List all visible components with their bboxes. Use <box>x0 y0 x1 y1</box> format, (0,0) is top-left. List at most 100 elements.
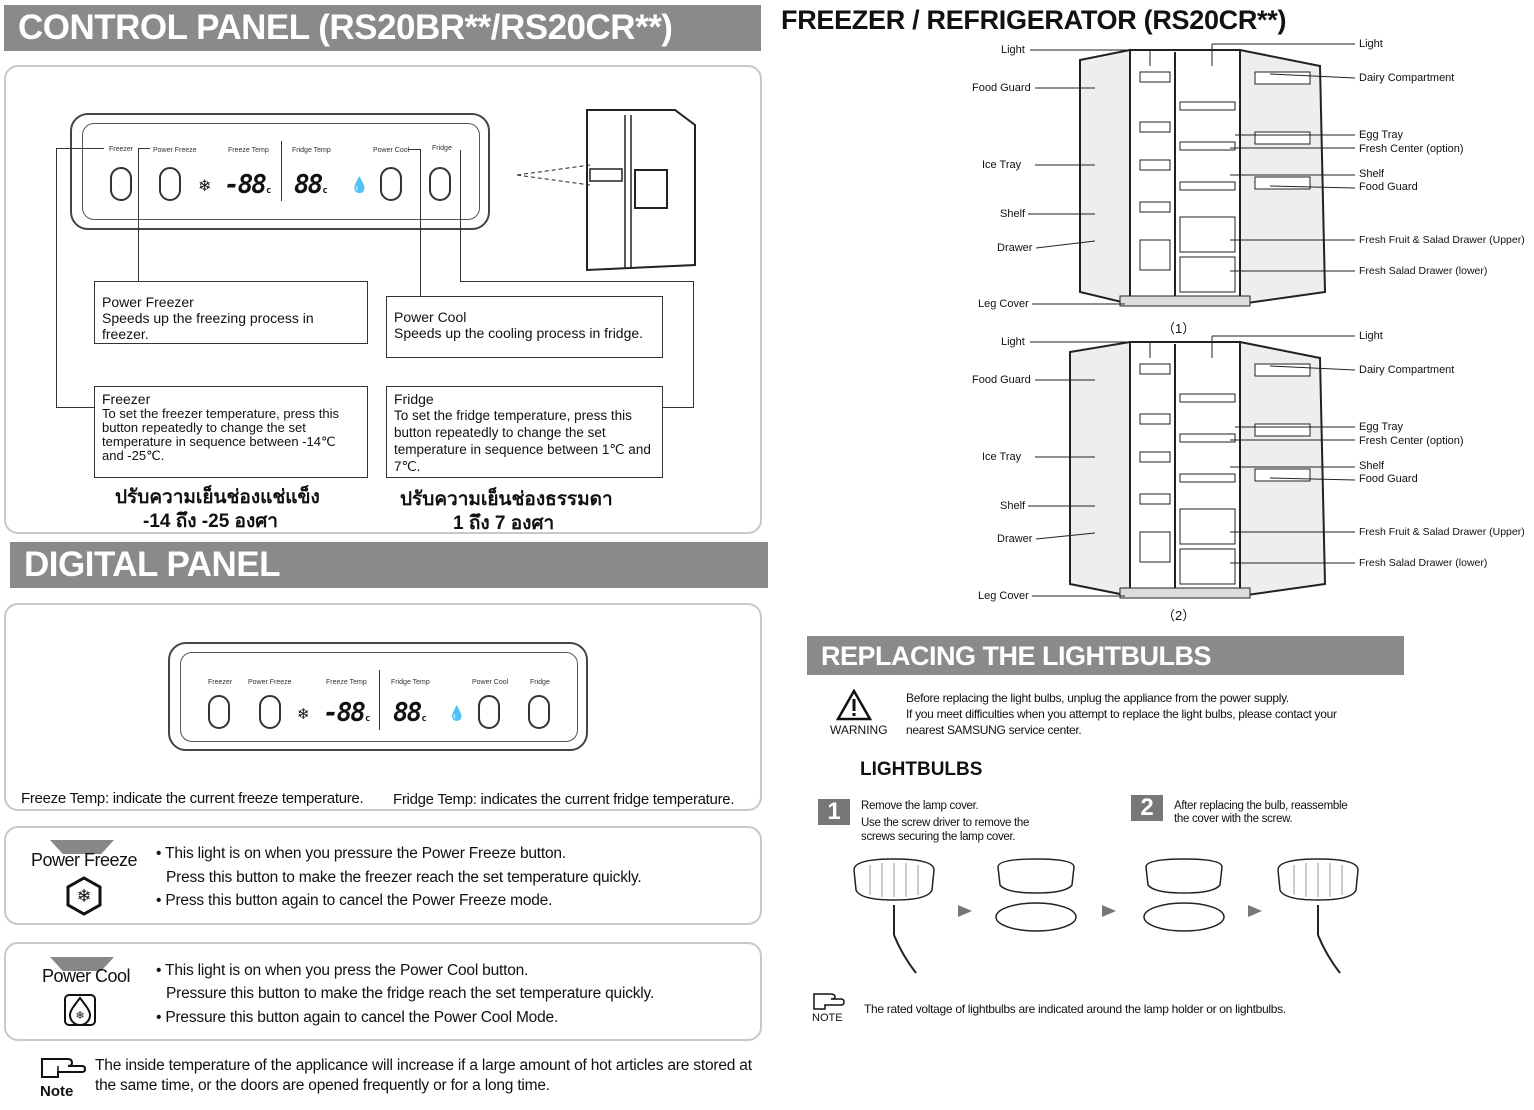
digital-power-freeze-button[interactable] <box>259 695 281 729</box>
warning-line2: If you meet difficulties when you attemp… <box>906 707 1337 721</box>
svg-text:❄: ❄ <box>75 1009 84 1022</box>
panel-label-power-cool: Power Cool <box>373 147 410 154</box>
digital-fridge-display: 88c <box>393 698 427 728</box>
power-freeze-box <box>4 826 762 925</box>
power-freeze-label-bg <box>50 840 114 854</box>
fridge-sketch-icon <box>516 109 696 272</box>
fig2-label-drawer: Drawer <box>997 533 1033 545</box>
power-freeze-bullet1b: Press this button to make the freezer re… <box>166 869 642 886</box>
digital-freezer-button[interactable] <box>208 695 230 729</box>
fig2-label-food-guard-left: Food Guard <box>972 374 1031 386</box>
lightbulbs-header: REPLACING THE LIGHTBULBS <box>807 636 1404 675</box>
power-cool-bullet2: • Pressure this button again to cancel t… <box>156 1009 559 1026</box>
fig1-label-light-left: Light <box>1001 44 1025 56</box>
digital-label-fridge-temp: Fridge Temp <box>391 679 430 686</box>
freeze-temp-display: -88c <box>224 170 272 200</box>
fridge-temp-caption: Fridge Temp: indicates the current fridg… <box>393 791 735 808</box>
power-cool-desc: Power Cool Speeds up the cooling process… <box>386 296 663 358</box>
fig1-label-fruit-drawer: Fresh Fruit & Salad Drawer (Upper) <box>1359 234 1525 246</box>
fig1-label-dairy: Dairy Compartment <box>1359 72 1455 84</box>
note-hand-icon <box>813 993 845 1010</box>
power-freeze-label: Power Freeze <box>31 850 138 870</box>
warning-triangle-icon <box>836 689 872 721</box>
digital-panel-title: DIGITAL PANEL <box>24 545 281 584</box>
step2-line1: After replacing the bulb, reassemble <box>1174 800 1348 812</box>
digital-freeze-display: -88c <box>323 698 371 728</box>
control-panel-title: CONTROL PANEL (RS20BR**/RS20CR**) <box>18 8 673 47</box>
thai-fridge-line1: ปรับความเย็นช่องธรรมดา <box>400 489 613 510</box>
leader-lines <box>1028 43 1356 597</box>
control-panel-graphic: Freezer Power Freeze Freeze Temp Fridge … <box>70 113 490 230</box>
step2-number: 2 <box>1131 795 1163 821</box>
note-text-line1: The inside temperature of the applicance… <box>95 1057 752 1074</box>
lightbulb-note-label: NOTE <box>812 1012 843 1024</box>
power-cool-icon: ❄ <box>64 994 96 1026</box>
fridge-button[interactable] <box>429 167 451 201</box>
fig1-label-shelf-left: Shelf <box>1000 208 1026 220</box>
power-freeze-button[interactable] <box>159 167 181 201</box>
step1-line1: Remove the lamp cover. <box>861 800 979 812</box>
digital-panel-header: DIGITAL PANEL <box>10 542 768 588</box>
fig1-label-fresh-center: Fresh Center (option) <box>1359 143 1464 155</box>
note-label: Note <box>40 1083 74 1100</box>
panel-label-freezer: Freezer <box>109 146 134 153</box>
fig1-label-salad-drawer: Fresh Salad Drawer (lower) <box>1359 265 1488 277</box>
fig2-label-ice-tray: Ice Tray <box>982 451 1022 463</box>
fig1-label-food-guard-right: Food Guard <box>1359 181 1418 193</box>
fridge-desc: Fridge To set the fridge temperature, pr… <box>386 386 663 478</box>
fig2-label-light-right: Light <box>1359 330 1383 342</box>
power-freeze-bullet2: • Press this button again to cancel the … <box>156 892 553 909</box>
thai-freezer-line1: ปรับความเย็นช่องแช่แข็ง <box>115 487 320 508</box>
fig2-label-dairy: Dairy Compartment <box>1359 364 1455 376</box>
digital-snowflake-icon: ❄ <box>297 706 310 723</box>
lightbulb-note-text: The rated voltage of lightbulbs are indi… <box>864 1002 1286 1016</box>
digital-label-freezer: Freezer <box>208 679 233 686</box>
fridge-temp-display: 88c <box>294 170 328 200</box>
fig2-label-light-left: Light <box>1001 336 1025 348</box>
fig2-label-leg-cover: Leg Cover <box>978 590 1029 602</box>
power-cool-box <box>4 942 762 1041</box>
digital-label-power-freeze: Power Freeze <box>248 679 292 686</box>
power-freeze-icon: ❄ <box>66 876 102 916</box>
power-cool-button[interactable] <box>380 167 402 201</box>
freeze-temp-caption: Freeze Temp: indicate the current freeze… <box>21 790 364 807</box>
snowflake-icon: ❄ <box>198 178 212 195</box>
fig2-label-fruit-drawer: Fresh Fruit & Salad Drawer (Upper) <box>1359 526 1525 538</box>
digital-panel-graphic: Freezer Power Freeze Freeze Temp Fridge … <box>168 642 588 751</box>
digital-water-drop-icon: 💧 <box>448 705 466 721</box>
fridge-title: FREEZER / REFRIGERATOR (RS20CR**) <box>781 5 1287 35</box>
lamp-cover-removal-illustration <box>853 858 1359 974</box>
pointing-hand-icon <box>41 1058 86 1078</box>
power-cool-label-bg <box>50 957 114 971</box>
svg-text:❄: ❄ <box>76 886 91 907</box>
power-cool-label: Power Cool <box>42 966 131 986</box>
fig1-label-light-right: Light <box>1359 38 1383 50</box>
panel-label-freeze-temp: Freeze Temp <box>228 147 269 154</box>
fig1-label-shelf-right: Shelf <box>1359 168 1385 180</box>
warning-line3: nearest SAMSUNG service center. <box>906 723 1082 737</box>
digital-power-cool-button[interactable] <box>478 695 500 729</box>
power-cool-bullet1b: Pressure this button to make the fridge … <box>166 985 655 1002</box>
step2-line2: the cover with the screw. <box>1174 813 1293 825</box>
fig2-label-fresh-center: Fresh Center (option) <box>1359 435 1464 447</box>
fig2-label-shelf-left: Shelf <box>1000 500 1026 512</box>
water-drop-icon: 💧 <box>350 177 369 194</box>
control-panel-header: CONTROL PANEL (RS20BR**/RS20CR**) <box>4 5 761 51</box>
digital-label-fridge: Fridge <box>530 679 550 686</box>
warning-label: WARNING <box>830 723 888 737</box>
step1-line3: screws securing the lamp cover. <box>861 831 1016 843</box>
panel-label-power-freeze: Power Freeze <box>153 147 197 154</box>
fig1-label-egg-tray: Egg Tray <box>1359 129 1404 141</box>
fig1-label-leg-cover: Leg Cover <box>978 298 1029 310</box>
freezer-button[interactable] <box>110 167 132 201</box>
warning-line1: Before replacing the light bulbs, unplug… <box>906 691 1289 705</box>
fig2-number: （2） <box>1162 608 1196 623</box>
fig2-label-salad-drawer: Fresh Salad Drawer (lower) <box>1359 557 1488 569</box>
power-freezer-desc: Power Freezer Speeds up the freezing pro… <box>94 281 368 344</box>
thai-fridge-line2: 1 ถึง 7 องศา <box>453 513 555 534</box>
digital-label-freeze-temp: Freeze Temp <box>326 679 367 686</box>
fig1-label-drawer: Drawer <box>997 242 1033 254</box>
panel-label-fridge: Fridge <box>432 145 452 152</box>
fig1-label-ice-tray: Ice Tray <box>982 159 1022 171</box>
digital-fridge-button[interactable] <box>528 695 550 729</box>
